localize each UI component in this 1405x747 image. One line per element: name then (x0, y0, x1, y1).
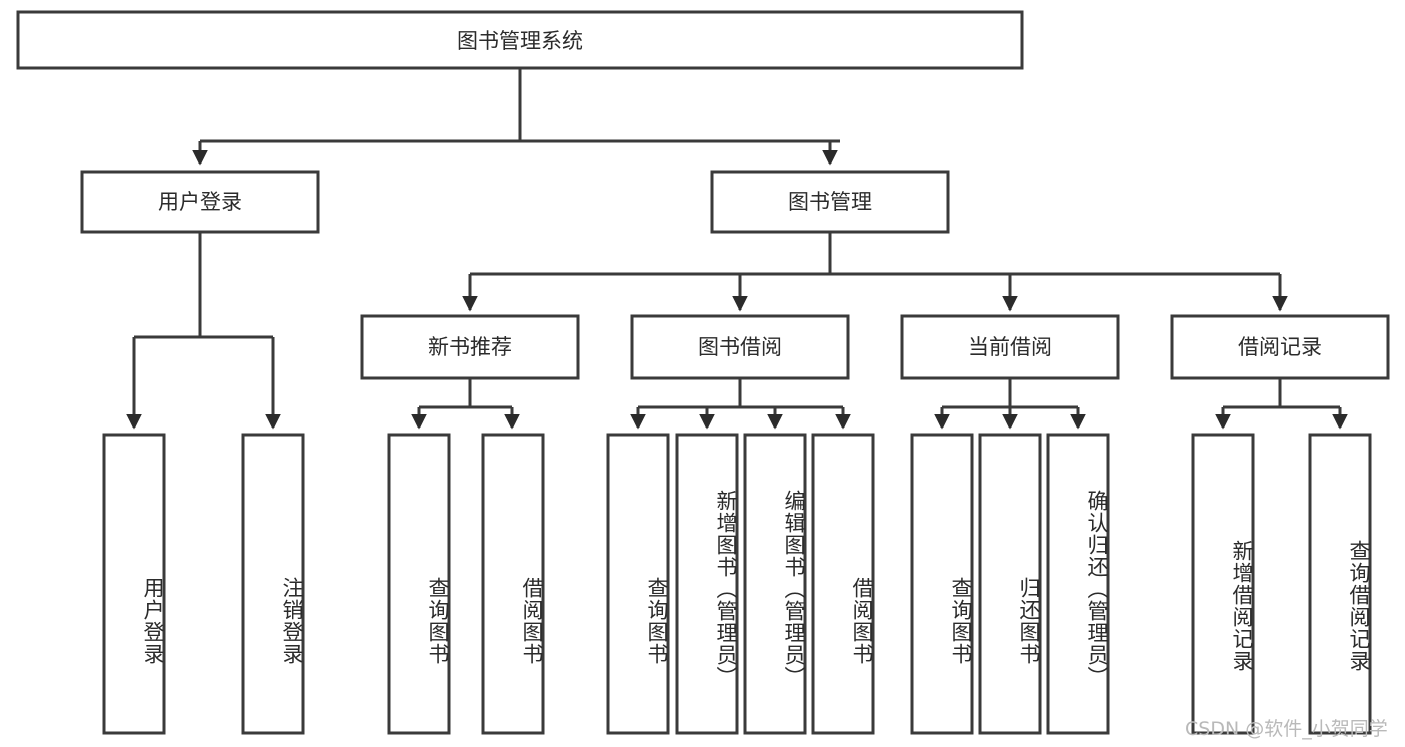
leaf-book-borrow-3[interactable] (811, 433, 875, 735)
node-current-borrow[interactable] (900, 314, 1120, 380)
node-book-borrow[interactable] (630, 314, 850, 380)
leaf-book-borrow-2[interactable] (743, 433, 807, 735)
node-book-management-label: 图书管理 (788, 190, 872, 214)
node-book-management[interactable] (710, 170, 950, 234)
leaf-new-book-0[interactable] (387, 433, 451, 735)
node-current-borrow-label: 当前借阅 (968, 335, 1052, 359)
node-root-label: 图书管理系统 (457, 29, 583, 53)
connector-book-mgmt-to-level3 (462, 232, 1288, 312)
connector-root-to-level2 (192, 68, 840, 166)
leaf-borrow-records-1[interactable] (1308, 433, 1372, 735)
node-borrow-records[interactable] (1170, 314, 1390, 380)
node-user-login-label: 用户登录 (158, 190, 242, 214)
node-borrow-records-label: 借阅记录 (1238, 335, 1322, 359)
leaf-user-login-1[interactable] (241, 433, 305, 735)
leaf-borrow-records-0[interactable] (1191, 433, 1255, 735)
connector-book-borrow-to-leaves (630, 378, 851, 430)
leaf-current-borrow-2[interactable] (1046, 433, 1110, 735)
leaf-current-borrow-1[interactable] (978, 433, 1042, 735)
node-root[interactable] (16, 10, 1024, 70)
connector-user-login-to-leaves (126, 232, 281, 430)
node-new-book-recommend[interactable] (360, 314, 580, 380)
leaf-book-borrow-1[interactable] (675, 433, 739, 735)
leaf-new-book-1[interactable] (481, 433, 545, 735)
leaf-book-borrow-0[interactable] (606, 433, 670, 735)
node-book-borrow-label: 图书借阅 (698, 335, 782, 359)
csdn-watermark: CSDN @软件_小贺同学 (1185, 718, 1388, 740)
leaf-current-borrow-0[interactable] (910, 433, 974, 735)
connector-borrow-records-to-leaves (1215, 378, 1348, 430)
connector-new-book-to-leaves (411, 378, 520, 430)
connector-current-borrow-to-leaves (934, 378, 1086, 430)
node-user-login[interactable] (80, 170, 320, 234)
node-new-book-recommend-label: 新书推荐 (428, 335, 512, 359)
leaf-user-login-0[interactable] (102, 433, 166, 735)
